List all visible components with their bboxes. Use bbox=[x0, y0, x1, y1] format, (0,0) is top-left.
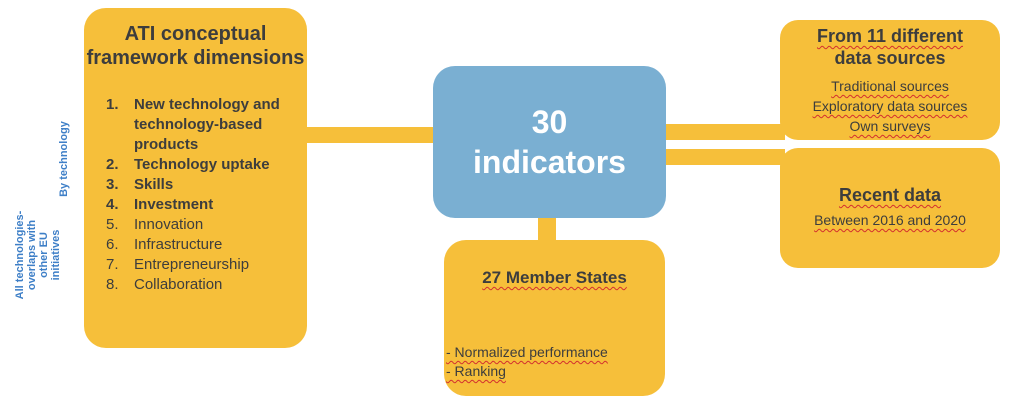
dimension-item: 3. Skills bbox=[106, 175, 306, 195]
dimension-item: 8. Collaboration bbox=[106, 275, 306, 295]
dimension-label: Innovation bbox=[134, 216, 204, 233]
dimension-list: 1. New technology and technology-based pr… bbox=[106, 95, 306, 295]
data-source-traditional-text: Traditional sources bbox=[831, 78, 949, 94]
dimension-number: 7. bbox=[106, 256, 119, 273]
by-technology-label: By technology bbox=[58, 121, 70, 197]
data-sources-title-line-2: data sources bbox=[834, 48, 946, 68]
dimension-item: 4. Investment bbox=[106, 195, 306, 215]
member-states-box: 27 Member States - Normalized performanc… bbox=[444, 240, 665, 396]
all-tech-line-4: initiatives bbox=[50, 229, 62, 281]
connector-right-bottom bbox=[660, 149, 785, 165]
indicators-count: 30 bbox=[531, 104, 568, 140]
data-source-surveys: Own surveys bbox=[780, 116, 1000, 136]
indicators-box: 30 indicators bbox=[433, 66, 666, 218]
dimension-item: 7. Entrepreneurship bbox=[106, 255, 306, 275]
dimension-item: 6. Infrastructure bbox=[106, 235, 306, 255]
connector-left bbox=[300, 127, 440, 143]
dimension-label: Investment bbox=[134, 196, 214, 213]
dimension-number: 6. bbox=[106, 236, 119, 253]
data-source-surveys-text: Own surveys bbox=[849, 118, 931, 134]
framework-title-line-1: ATI conceptual bbox=[124, 23, 267, 45]
indicators-word: indicators bbox=[473, 144, 626, 180]
member-states-item-ranking-text: - Ranking bbox=[446, 363, 506, 379]
dimension-item: 2. Technology uptake bbox=[106, 155, 306, 175]
framework-title-line-2: framework dimensions bbox=[86, 47, 305, 69]
data-sources-box: From 11 different data sources Tradition… bbox=[780, 20, 1000, 140]
framework-title: ATI conceptual framework dimensions bbox=[84, 22, 307, 70]
dimension-label: Collaboration bbox=[134, 276, 223, 293]
member-states-item-normalized-text: - Normalized performance bbox=[446, 344, 608, 360]
data-source-exploratory-text: Exploratory data sources bbox=[812, 98, 968, 114]
recent-data-title: Recent data bbox=[780, 185, 1000, 206]
data-source-traditional: Traditional sources bbox=[780, 76, 1000, 96]
all-tech-line-3: other EU bbox=[38, 232, 50, 278]
dimension-number: 8. bbox=[106, 276, 119, 293]
data-sources-title: From 11 different data sources bbox=[780, 25, 1000, 69]
data-sources-list: Traditional sources Exploratory data sou… bbox=[780, 76, 1000, 136]
dimension-label: Entrepreneurship bbox=[134, 256, 250, 273]
member-states-item-ranking: - Ranking bbox=[446, 362, 608, 381]
recent-data-box: Recent data Between 2016 and 2020 bbox=[780, 148, 1000, 268]
all-tech-line-2: overlaps with bbox=[26, 219, 38, 291]
dimension-number: 2. bbox=[106, 156, 119, 173]
recent-data-subtitle-text: Between 2016 and 2020 bbox=[814, 212, 966, 228]
dimension-label: New technology and technology-based prod… bbox=[134, 96, 280, 153]
member-states-title: 27 Member States bbox=[444, 268, 665, 288]
recent-data-subtitle: Between 2016 and 2020 bbox=[780, 212, 1000, 228]
connector-right-top bbox=[660, 124, 785, 140]
member-states-title-text: 27 Member States bbox=[482, 268, 627, 287]
data-sources-title-line-1: From 11 different bbox=[780, 25, 1000, 47]
dimension-item: 5. Innovation bbox=[106, 215, 306, 235]
dimension-label: Technology uptake bbox=[134, 156, 270, 173]
data-sources-title-line-1-text: From 11 different bbox=[816, 26, 964, 46]
dimension-item: 1. New technology and technology-based pr… bbox=[106, 95, 306, 155]
dimension-number: 4. bbox=[106, 196, 119, 213]
all-technologies-label: All technologies- overlaps with other EU… bbox=[14, 199, 70, 311]
data-source-exploratory: Exploratory data sources bbox=[780, 96, 1000, 116]
framework-dimensions-box: ATI conceptual framework dimensions 1. Ne… bbox=[84, 8, 307, 348]
dimension-number: 1. bbox=[106, 96, 119, 113]
dimension-label: Skills bbox=[134, 176, 174, 193]
member-states-items: - Normalized performance - Ranking bbox=[446, 343, 608, 381]
recent-data-title-text: Recent data bbox=[838, 185, 942, 205]
dimension-number: 5. bbox=[106, 216, 119, 233]
dimension-number: 3. bbox=[106, 176, 119, 193]
all-tech-line-1: All technologies- bbox=[14, 210, 26, 300]
member-states-item-normalized: - Normalized performance bbox=[446, 343, 608, 362]
dimension-label: Infrastructure bbox=[134, 236, 223, 253]
